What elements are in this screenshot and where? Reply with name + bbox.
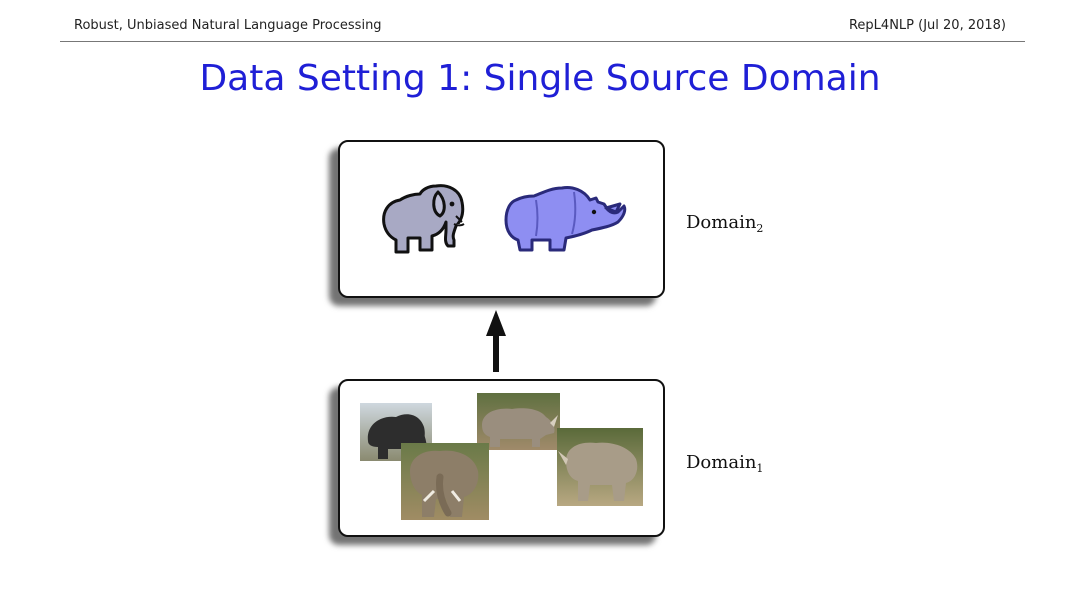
header-left-text: Robust, Unbiased Natural Language Proces… (74, 18, 382, 33)
domain-1-box (338, 379, 665, 537)
domain-2-box (338, 140, 665, 298)
domain-1-subscript: 1 (756, 462, 764, 475)
cartoon-animals (382, 184, 627, 254)
rhino-photo-2 (557, 428, 643, 506)
animal-photos (360, 393, 643, 520)
slide-title: Data Setting 1: Single Source Domain (199, 58, 881, 99)
domain-1-name: Domain (686, 452, 757, 473)
up-arrow-icon (486, 310, 506, 372)
rhino-photo-1 (477, 393, 560, 450)
domain-1-label: Domain1 (686, 452, 763, 475)
rhino-cartoon-icon (504, 186, 627, 252)
domain-2-label: Domain2 (686, 212, 763, 235)
domain-2-subscript: 2 (756, 222, 764, 235)
elephant-cartoon-icon (382, 184, 465, 254)
elephant-photo-2 (401, 443, 489, 520)
domain-2-name: Domain (686, 212, 757, 233)
header-divider (60, 41, 1025, 42)
header-right-text: RepL4NLP (Jul 20, 2018) (848, 18, 1006, 33)
